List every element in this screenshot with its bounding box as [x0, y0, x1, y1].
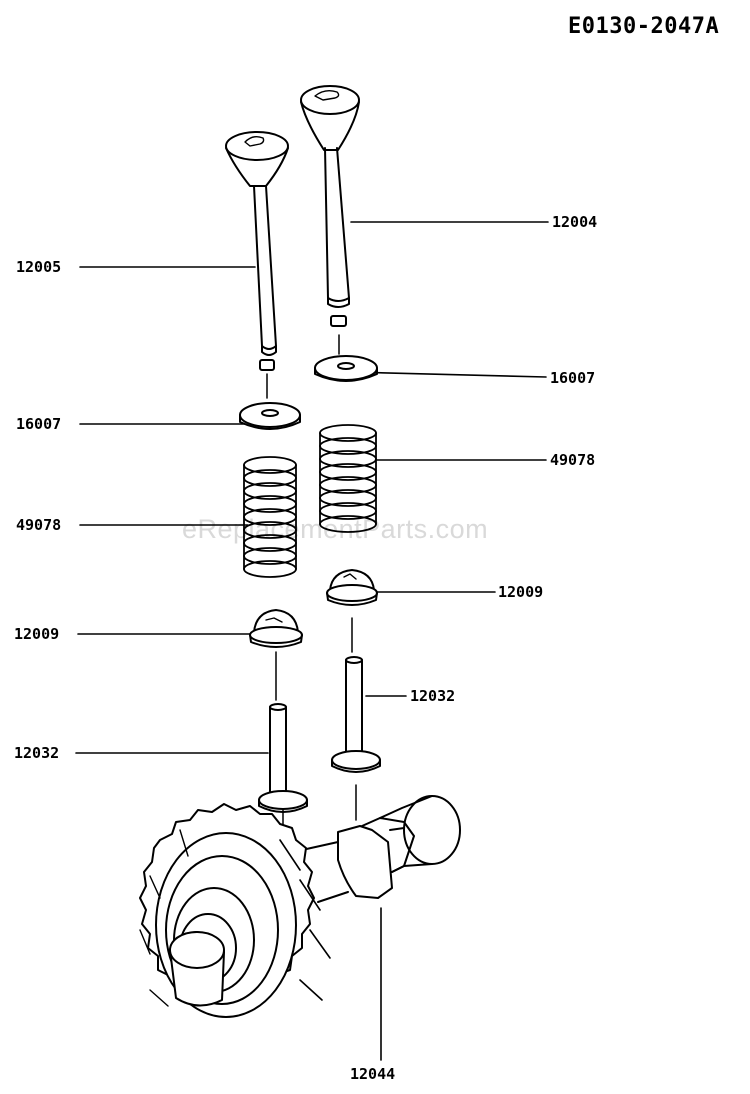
valve-spring-right — [319, 424, 377, 533]
spring-retainer-left — [239, 402, 301, 430]
spring-seat-right — [326, 569, 378, 606]
leader-lines — [75, 221, 549, 1061]
callout-12032-right: 12032 — [410, 687, 456, 705]
callout-16007-right: 16007 — [550, 369, 596, 387]
callout-12005: 12005 — [16, 258, 62, 276]
exhaust-valve — [300, 85, 360, 327]
callout-49078-left: 49078 — [16, 516, 62, 534]
spring-seat-left — [249, 609, 303, 648]
watermark: eReplacementParts.com — [182, 514, 489, 544]
assembly-lines — [266, 334, 357, 841]
intake-valve — [225, 131, 289, 371]
callout-16007-left: 16007 — [16, 415, 62, 433]
camshaft — [139, 795, 461, 1018]
callout-12044: 12044 — [350, 1065, 396, 1083]
valve-spring-left — [243, 456, 297, 578]
callout-12032-left: 12032 — [14, 744, 60, 762]
spring-retainer-right — [314, 355, 378, 382]
callout-49078-right: 49078 — [550, 451, 596, 469]
tappet-right — [331, 656, 381, 773]
diagram-id: E0130-2047A — [568, 14, 720, 39]
tappet-left — [258, 703, 308, 813]
callout-12004: 12004 — [552, 213, 598, 231]
callout-12009-left: 12009 — [14, 625, 60, 643]
callout-12009-right: 12009 — [498, 583, 544, 601]
